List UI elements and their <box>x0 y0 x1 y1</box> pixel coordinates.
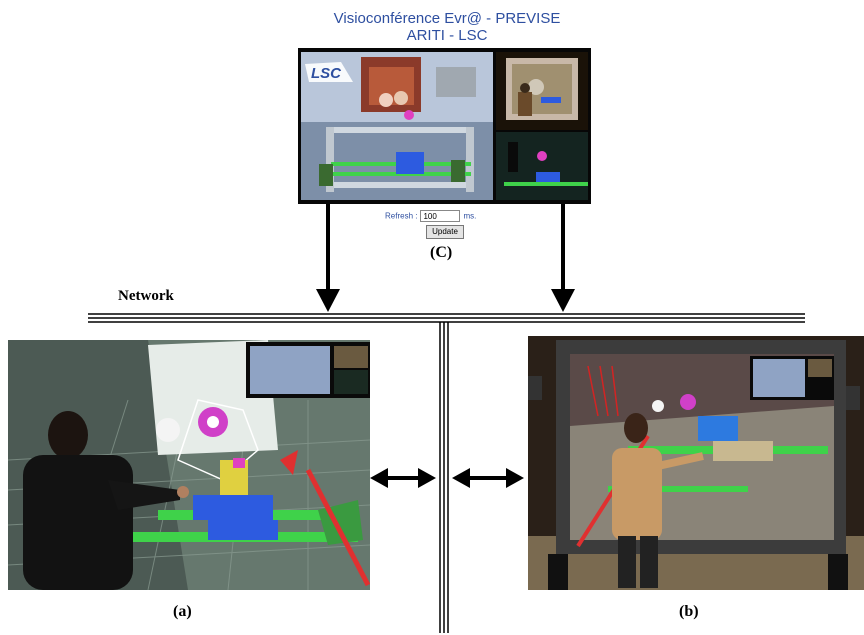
remote-video-top <box>496 52 588 130</box>
refresh-unit: ms. <box>463 211 477 221</box>
refresh-control: Refresh : ms. <box>385 210 476 222</box>
network-divider <box>439 322 449 633</box>
arrow-head-right <box>551 289 575 312</box>
network-bus <box>88 313 805 323</box>
photo-b-wall-display <box>528 336 864 590</box>
remote-video-bottom <box>496 132 588 200</box>
refresh-label: Refresh : <box>385 211 418 221</box>
caption-b: (b) <box>679 603 699 620</box>
refresh-input[interactable] <box>420 210 461 222</box>
title-line-1: Visioconférence Evr@ - PREVISE <box>333 10 561 27</box>
caption-c: (C) <box>430 244 453 261</box>
monitor-screen: LSC <box>298 48 591 204</box>
update-button[interactable]: Update <box>426 225 464 239</box>
title-line-2: ARITI - LSC <box>406 27 488 44</box>
photo-a-ar-workspace <box>8 340 370 590</box>
double-arrow-right <box>452 468 524 488</box>
caption-a: (a) <box>173 603 192 620</box>
double-arrow-left <box>370 468 436 488</box>
arrow-head-left <box>316 289 340 312</box>
lsc-logo: LSC <box>311 65 342 82</box>
network-label: Network <box>118 288 174 304</box>
main-virtual-scene: LSC <box>301 52 493 200</box>
